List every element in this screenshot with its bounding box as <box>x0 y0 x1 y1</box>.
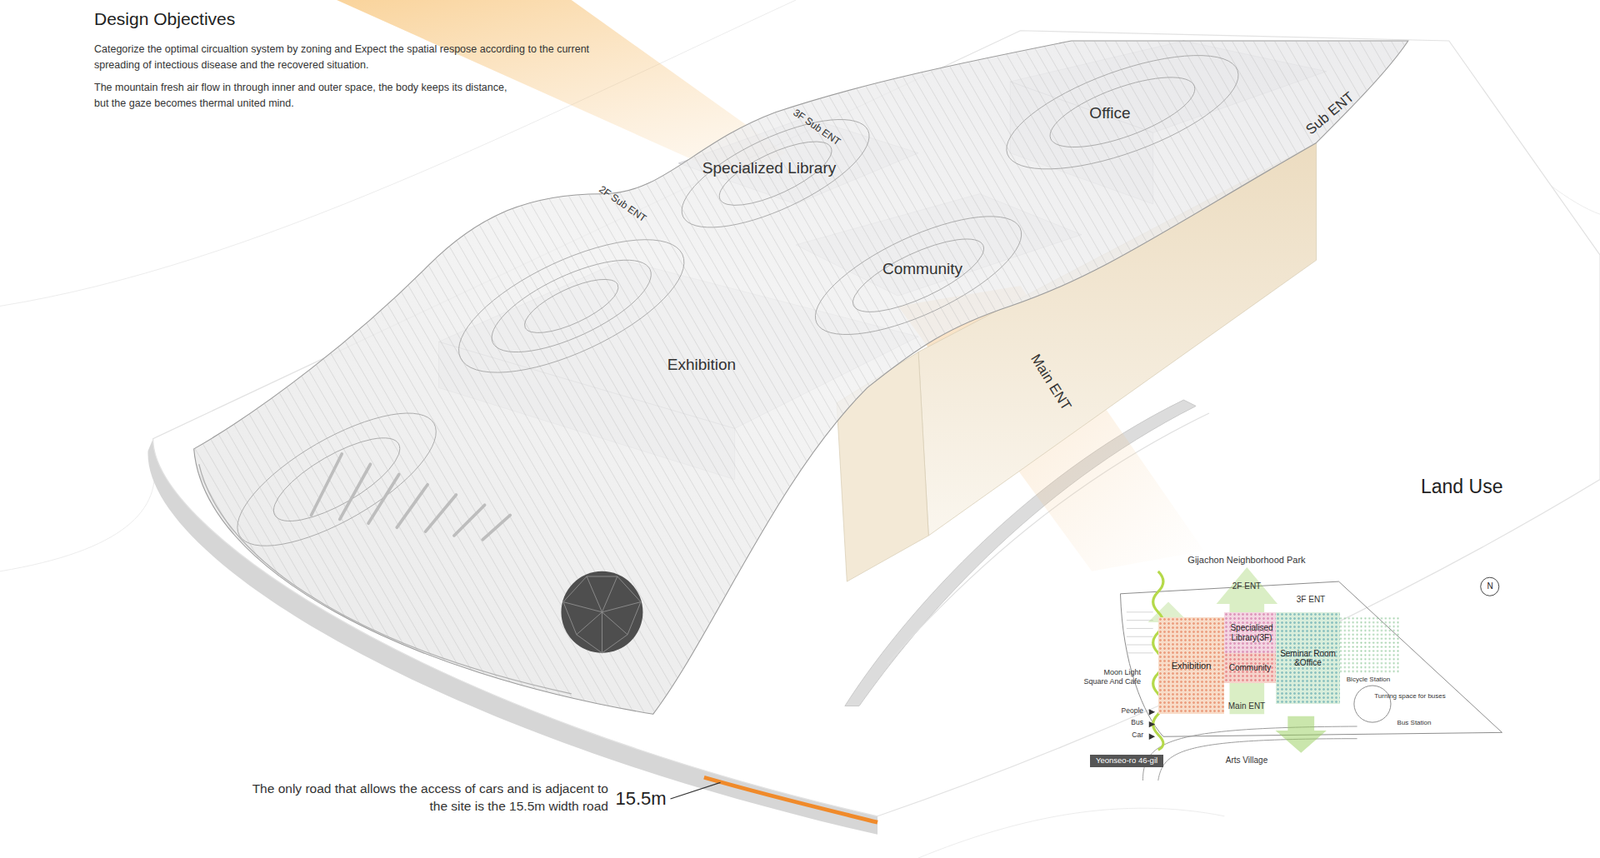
plan-label: Car <box>1131 730 1144 740</box>
geodesic-dome <box>560 571 643 654</box>
land-use-plan <box>1126 612 1154 654</box>
geodesic-dome <box>563 576 641 654</box>
roof-ribbon <box>262 422 411 537</box>
program-label: Office <box>1089 103 1130 124</box>
land-use-plan <box>1149 709 1155 715</box>
site-lines <box>918 808 1225 858</box>
land-use-plan <box>1120 567 1502 781</box>
roof-ribbon <box>199 464 572 695</box>
program-label: Specialized Library <box>702 158 837 179</box>
zone-text: Exhibition <box>1170 660 1214 672</box>
plan-label: People <box>1121 706 1144 716</box>
road-note: The only road that allows the access of … <box>250 780 609 816</box>
entrance-label: 2F Sub ENT <box>596 183 650 225</box>
roof-ribbon <box>800 193 1036 359</box>
stair-ribs <box>340 464 371 520</box>
zone-text: Yeonseo-ro 46-gil <box>1094 756 1160 766</box>
geodesic-dome <box>563 576 641 654</box>
stair-ribs <box>310 454 510 540</box>
stair-ribs <box>425 495 457 532</box>
roof-ribbon <box>219 31 1252 571</box>
stair-ribs <box>368 475 400 525</box>
zone-area: Specialised Library(3F) <box>1224 612 1280 654</box>
roof-ribbon <box>668 98 884 250</box>
roof-ribbon <box>153 20 1440 735</box>
zone-text: Seminar Room &Office <box>1275 649 1340 669</box>
zone-text: Specialised Library(3F) <box>1224 623 1280 643</box>
roof-ribbon <box>480 241 664 371</box>
land-use-plan <box>1126 611 1154 613</box>
land-use-plan <box>1126 636 1154 638</box>
geodesic-dome <box>560 571 643 654</box>
land-use-plan <box>1120 581 1502 737</box>
stair-ribs <box>396 485 428 528</box>
land-use-plan <box>1149 709 1155 740</box>
program-label: Exhibition <box>667 355 736 375</box>
leader-line <box>670 782 720 800</box>
ground-slab <box>704 777 878 823</box>
roof-ribbon <box>153 20 1440 735</box>
entrance-label: 3F Sub ENT <box>790 106 844 149</box>
roof-ribbon <box>844 225 993 326</box>
entrance-label: Sub ENT <box>1302 88 1359 140</box>
roof-ribbon <box>1042 63 1204 162</box>
plan-label: 2F ENT <box>1232 581 1261 593</box>
zone-area: Seminar Room &Office <box>1275 612 1340 705</box>
program-label: Community <box>882 259 963 280</box>
roof-ribbon <box>153 20 1440 735</box>
land-use-plan <box>1149 734 1155 740</box>
land-use-plan <box>1158 739 1358 781</box>
zone-area: Community <box>1224 653 1276 684</box>
stair-ribs <box>310 454 342 515</box>
plan-label: Bicycle Station <box>1346 675 1390 685</box>
plan-label: Main ENT <box>1228 701 1265 713</box>
land-use-plan <box>1126 628 1154 630</box>
land-use-plan <box>1275 716 1327 754</box>
objective-text: Categorize the optimal circualtion syste… <box>94 41 628 75</box>
roof-ribbon <box>993 31 1252 193</box>
plan-label: Turning space for buses <box>1374 692 1446 701</box>
plan-label: Bus Station <box>1397 719 1432 728</box>
land-use-plan <box>1142 726 1357 781</box>
stair-ribs <box>454 505 485 536</box>
zone-text: Community <box>1227 663 1274 674</box>
land-use-plan <box>1354 685 1391 723</box>
geodesic-dome <box>563 576 641 654</box>
objective-text: The mountain fresh air flow in through i… <box>94 80 520 113</box>
title: Design Objectives <box>94 8 235 30</box>
land-use-plan <box>1339 617 1400 674</box>
plan-label: Gijachon Neighborhood Park <box>1187 555 1305 567</box>
site-lines <box>0 459 155 572</box>
roof-ribbon <box>517 269 625 344</box>
roof-ribbon <box>219 388 455 572</box>
zone-area: Exhibition <box>1158 617 1225 715</box>
land-use-plan <box>1480 577 1500 596</box>
plan-label: Moon Light Square And Cafe <box>1080 668 1141 687</box>
land-use-plan <box>1126 620 1154 621</box>
entrance-label: Main ENT <box>1026 350 1075 414</box>
land-use-plan <box>1126 645 1154 646</box>
land-use-plan <box>1149 721 1155 728</box>
stair-ribs <box>482 515 510 540</box>
north-arrow-label: N <box>1486 581 1493 593</box>
section-heading: Land Use <box>1420 475 1503 500</box>
road-name-box: Yeonseo-ro 46-gil <box>1090 755 1164 768</box>
land-use-plan <box>1126 652 1154 654</box>
plan-label: Bus <box>1130 718 1144 728</box>
plan-label: Arts Village <box>1225 755 1268 767</box>
plan-label: 3F ENT <box>1296 595 1325 606</box>
dimension-label: 15.5m <box>615 787 666 811</box>
roof-ribbon <box>440 212 702 400</box>
leader-line <box>670 782 720 800</box>
